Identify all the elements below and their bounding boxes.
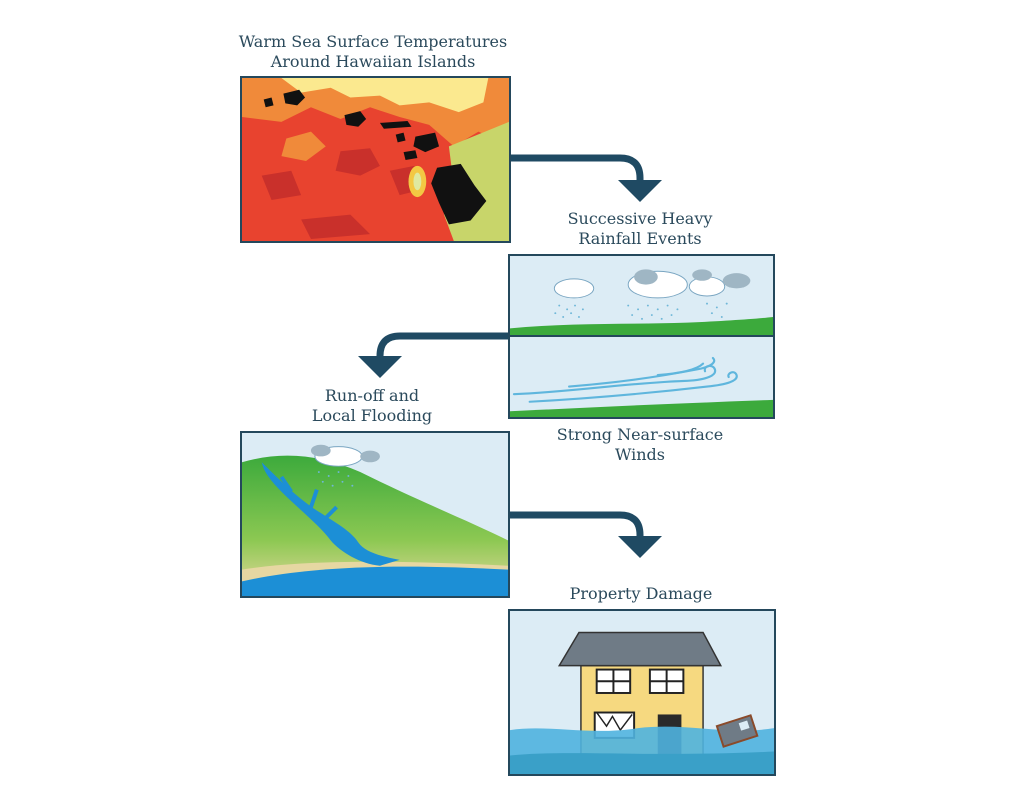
caption-warm-sst-line1: Warm Sea Surface Temperatures xyxy=(238,32,508,51)
arrow-rainfall-to-flooding xyxy=(376,332,508,360)
arrowhead-flooding-to-damage xyxy=(618,536,662,558)
caption-winds-line1: Strong Near-surface xyxy=(556,425,724,444)
flooding-image xyxy=(242,433,508,596)
sst-map-image xyxy=(242,78,509,241)
caption-flooding: Run-off and Local Flooding xyxy=(292,386,452,426)
caption-flooding-line2: Local Flooding xyxy=(311,406,433,425)
flooding-panel xyxy=(240,431,510,598)
arrow-flooding-to-damage xyxy=(510,511,644,540)
property-damage-panel xyxy=(508,609,776,776)
caption-flooding-line1: Run-off and xyxy=(324,386,420,405)
caption-warm-sst-line2: Around Hawaiian Islands xyxy=(270,52,476,71)
caption-heavy-rainfall: Successive Heavy Rainfall Events xyxy=(540,209,740,249)
arrowhead-rainfall-to-flooding xyxy=(358,356,402,378)
arrowhead-sst-to-rainfall xyxy=(618,180,662,202)
caption-property-damage-line1: Property Damage xyxy=(569,584,713,603)
caption-heavy-rainfall-line1: Successive Heavy xyxy=(567,209,713,228)
sst-map-panel xyxy=(240,76,511,243)
property-damage-image xyxy=(510,611,774,774)
winds-panel xyxy=(508,335,775,419)
caption-warm-sst: Warm Sea Surface Temperatures Around Haw… xyxy=(232,32,514,72)
winds-image xyxy=(510,337,773,417)
rainfall-image xyxy=(510,256,773,336)
arrow-sst-to-rainfall xyxy=(511,154,644,184)
caption-heavy-rainfall-line2: Rainfall Events xyxy=(578,229,702,248)
caption-property-damage: Property Damage xyxy=(541,584,741,604)
caption-winds-line2: Winds xyxy=(614,445,666,464)
rainfall-panel xyxy=(508,254,775,338)
caption-winds: Strong Near-surface Winds xyxy=(540,425,740,465)
